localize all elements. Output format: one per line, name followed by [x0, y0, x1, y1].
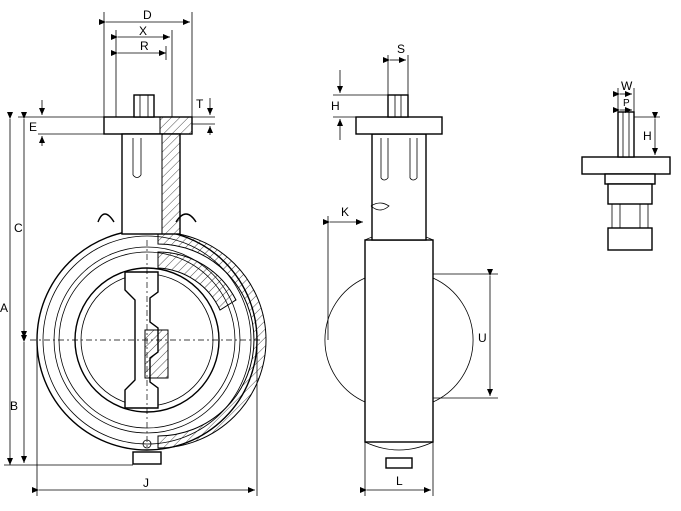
dim-label-E: E: [29, 120, 37, 134]
side-flange: [355, 116, 443, 135]
dim-label-R: R: [140, 39, 149, 53]
dim-label-K: K: [341, 205, 349, 219]
dim-label-L: L: [396, 474, 403, 488]
side-neck: [371, 133, 427, 241]
dim-label-U: U: [478, 331, 487, 345]
dim-label-X: X: [139, 24, 147, 38]
dim-label-H: H: [331, 99, 340, 113]
body-section-hatch: [157, 231, 267, 449]
detail-stem: [617, 111, 635, 158]
side-view: S H K U L: [323, 42, 498, 496]
disc-swing-arc: [324, 277, 366, 403]
side-stem: [387, 94, 409, 118]
bottom-boss: [132, 451, 162, 465]
dim-label-D: D: [143, 8, 152, 22]
dim-label-P: P: [623, 98, 630, 109]
side-body: [364, 239, 434, 443]
dim-label-W: W: [621, 79, 633, 93]
dim-label-J: J: [143, 476, 149, 490]
dim-label-T: T: [196, 97, 204, 111]
dim-label-H-detail: H: [643, 129, 652, 143]
dim-label-S: S: [397, 42, 405, 56]
dim-label-A: A: [0, 301, 8, 315]
dim-label-C: C: [14, 221, 23, 235]
dim-label-B: B: [10, 399, 18, 413]
front-view: D X R T E C A B J: [0, 8, 267, 496]
detail-flange: [581, 156, 671, 175]
stem-top: [133, 94, 155, 118]
detail-view: W P H: [581, 79, 671, 251]
